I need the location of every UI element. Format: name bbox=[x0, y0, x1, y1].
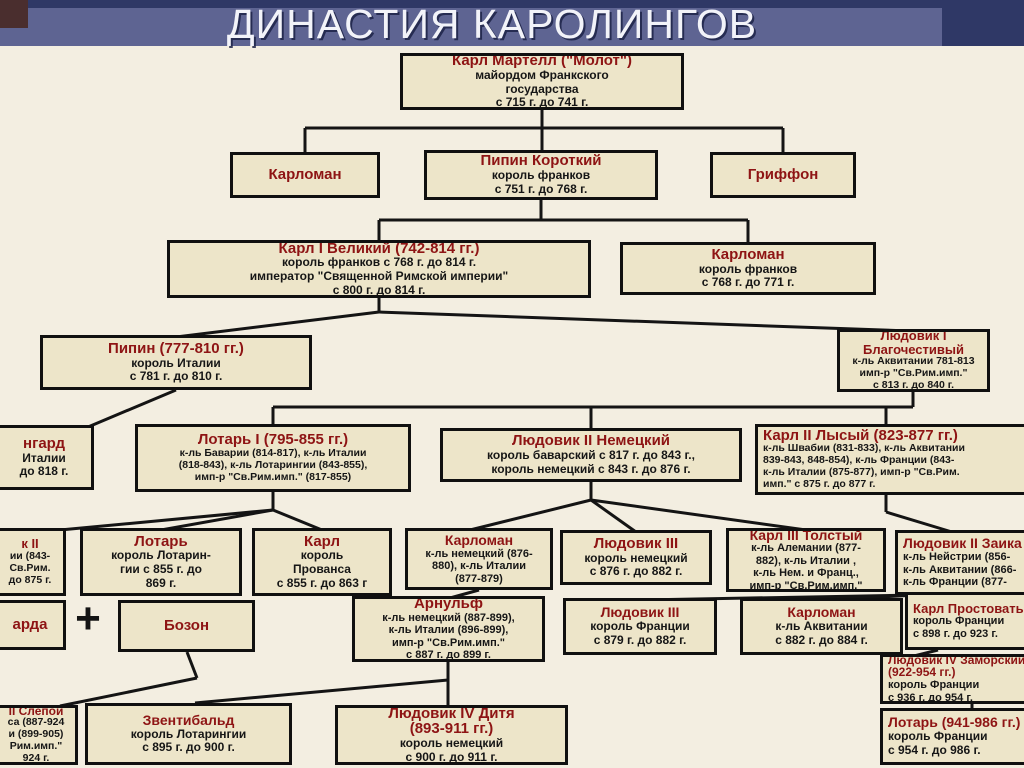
node-ludovik-4-zamorskiy: Людовик IV Заморский (922-954 гг.) корол… bbox=[880, 654, 1024, 704]
node-name: Лотарь I (795-855 гг.) bbox=[197, 431, 349, 449]
node-details: король франков с 751 г. до 768 г. bbox=[491, 168, 591, 196]
title-bar: ДИНАСТИЯ КАРОЛИНГОВ bbox=[0, 0, 1024, 47]
node-karl-prostovatiy: Карл Простоватый король Франции с 898 г.… bbox=[905, 592, 1024, 650]
node-details: к-ль Аквитании с 882 г. до 884 г. bbox=[775, 619, 868, 647]
node-name: Людовик IV Дитя (893-911 гг.) bbox=[388, 705, 515, 738]
corner-square bbox=[0, 0, 28, 28]
node-name: арда bbox=[12, 616, 48, 634]
node-ludovik-3-slepoy: II Слепой са (887-924 и (899-905) Рим.им… bbox=[0, 705, 78, 765]
node-details: король Прованса с 855 г. до 863 г bbox=[276, 548, 368, 590]
node-details: к-ль немецкий (887-899), к-ль Италии (89… bbox=[382, 611, 515, 662]
node-details: король франков с 768 г. до 814 г. импера… bbox=[249, 255, 509, 297]
node-ludovik-2-nemetskiy: Людовик II Немецкий король баварский с 8… bbox=[440, 428, 742, 482]
node-lotar-lotaringia: Лотарь король Лотарин- гии с 855 г. до 8… bbox=[80, 528, 242, 596]
node-name: Карломан bbox=[711, 245, 785, 263]
node-pipin-korotkiy: Пипин Короткий король франков с 751 г. д… bbox=[424, 150, 658, 200]
node-name: Лотарь (941-986 гг.) bbox=[888, 714, 1021, 731]
node-details: к-ль Аквитании 781-813 имп-р "Св.Рим.имп… bbox=[852, 355, 975, 392]
node-name: Карл I Великий (742-814 гг.) bbox=[278, 240, 480, 257]
node-name: II Слепой bbox=[8, 705, 64, 718]
node-name: Гриффон bbox=[747, 166, 819, 184]
node-details: Италии до 818 г. bbox=[19, 450, 69, 479]
node-ludovik-2-zaika: Людовик II Заика к-ль Нейстрии (856- к-л… bbox=[895, 530, 1024, 595]
node-details: король Франции с 879 г. до 882 г. bbox=[590, 619, 690, 647]
node-details: король баварский с 817 г. до 843 г., кор… bbox=[487, 448, 695, 476]
node-name: Людовик II Немецкий bbox=[511, 432, 671, 450]
node-details: ии (843- Св.Рим. до 875 г. bbox=[8, 549, 52, 586]
node-details: король Лотарингии с 895 г. до 900 г. bbox=[130, 726, 247, 755]
node-ludovik-4-ditya: Людовик IV Дитя (893-911 гг.) король нем… bbox=[335, 705, 568, 765]
node-name: Карл Простоватый bbox=[913, 600, 1024, 616]
node-details: король Италии с 781 г. до 810 г. bbox=[129, 355, 223, 384]
node-irmengarda: арда bbox=[0, 600, 66, 650]
node-karloman-4: Карломан к-ль Аквитании с 882 г. до 884 … bbox=[740, 598, 903, 655]
node-name: Людовик II Заика bbox=[903, 535, 1022, 552]
node-ludovik-2-italy: к II ии (843- Св.Рим. до 875 г. bbox=[0, 528, 66, 596]
node-pipin-italy: Пипин (777-810 гг.) король Италии с 781 … bbox=[40, 335, 312, 390]
node-name: Людовик I Благочестивый bbox=[863, 329, 964, 357]
node-karl-3-tolstiy: Карл III Толстый к-ль Алемании (877- 882… bbox=[726, 528, 886, 592]
node-ludovik-1: Людовик I Благочестивый к-ль Аквитании 7… bbox=[837, 329, 990, 392]
node-name: Лотарь bbox=[134, 532, 188, 550]
node-name: Карл III Толстый bbox=[749, 528, 863, 543]
node-details: к-ль Баварии (814-817), к-ль Италии (818… bbox=[178, 446, 368, 483]
node-details: король Франции с 936 г. до 954 г. bbox=[888, 679, 980, 704]
node-name: нгард bbox=[23, 434, 65, 452]
node-karl-2-lysiy: Карл II Лысый (823-877 гг.) к-ль Швабии … bbox=[755, 424, 1024, 495]
node-name: Пипин (777-810 гг.) bbox=[108, 339, 244, 357]
node-details: король Лотарин- гии с 855 г. до 869 г. bbox=[111, 548, 211, 590]
node-name: Арнульф bbox=[413, 596, 484, 613]
title-bar-right-block bbox=[942, 0, 1024, 46]
node-arnulf: Арнульф к-ль немецкий (887-899), к-ль Ит… bbox=[352, 596, 545, 662]
node-details: к-ль Алемании (877- 882), к-ль Италии , … bbox=[749, 542, 863, 592]
node-details: король франков с 768 г. до 771 г. bbox=[698, 261, 798, 290]
title-bar-strip bbox=[0, 0, 1024, 8]
node-karl-martell: Карл Мартелл ("Молот") майордом Франкско… bbox=[400, 53, 684, 110]
node-details: король немецкий с 876 г. до 882 г. bbox=[584, 550, 688, 579]
node-details: са (887-924 и (899-905) Рим.имп." 924 г. bbox=[7, 716, 65, 765]
node-name: Людовик III bbox=[593, 534, 679, 552]
node-name: Карломан bbox=[787, 604, 856, 621]
node-name: Звентибальд bbox=[142, 711, 235, 728]
marriage-plus-sign: + bbox=[75, 594, 101, 643]
node-name: Людовик IV Заморский (922-954 гг.) bbox=[888, 654, 1024, 680]
node-karloman-2: Карломан король франков с 768 г. до 771 … bbox=[620, 242, 876, 295]
page-title: ДИНАСТИЯ КАРОЛИНГОВ bbox=[226, 1, 758, 47]
node-karloman-3: Карломан к-ль немецкий (876- 880), к-ль … bbox=[405, 528, 553, 590]
node-name: Карломан bbox=[268, 166, 342, 184]
node-details: король немецкий с 900 г. до 911 г. bbox=[399, 736, 504, 764]
node-griffon: Гриффон bbox=[710, 152, 856, 198]
node-ludovik-3-nemetskiy: Людовик III король немецкий с 876 г. до … bbox=[560, 530, 712, 585]
node-name: Людовик III bbox=[600, 604, 680, 621]
node-name: Карл Мартелл ("Молот") bbox=[451, 53, 633, 70]
node-details: к-ль Швабии (831-833), к-ль Аквитании 83… bbox=[763, 442, 965, 491]
node-karl-provans: Карл король Прованса с 855 г. до 863 г bbox=[252, 528, 392, 596]
node-ludovik-3-france: Людовик III король Франции с 879 г. до 8… bbox=[563, 598, 717, 655]
node-details: майордом Франкского государства с 715 г.… bbox=[475, 67, 609, 110]
node-name: к II bbox=[21, 536, 39, 552]
node-lotar-1: Лотарь I (795-855 гг.) к-ль Баварии (814… bbox=[135, 424, 411, 492]
node-name: Карломан bbox=[444, 531, 514, 548]
node-name: Пипин Короткий bbox=[480, 152, 602, 170]
node-lotar-2: Лотарь (941-986 гг.) король Франции с 95… bbox=[880, 708, 1024, 765]
node-karl-velikiy: Карл I Великий (742-814 гг.) король фран… bbox=[167, 240, 591, 298]
node-details: к-ль немецкий (876- 880), к-ль Италии (8… bbox=[425, 547, 533, 585]
node-details: к-ль Нейстрии (856- к-ль Аквитании (866-… bbox=[903, 551, 1017, 589]
node-zventibald: Звентибальд король Лотарингии с 895 г. д… bbox=[85, 703, 292, 765]
node-name: Карл bbox=[304, 532, 340, 550]
node-name: Бозон bbox=[163, 617, 210, 635]
node-name: Карл II Лысый (823-877 гг.) bbox=[763, 426, 958, 444]
node-bozon: Бозон bbox=[118, 600, 255, 652]
node-details: король Франции с 898 г. до 923 г. bbox=[913, 615, 1005, 640]
node-karloman-1: Карломан bbox=[230, 152, 380, 198]
node-berngard: нгард Италии до 818 г. bbox=[0, 425, 94, 490]
node-details: король Франции с 954 г. до 986 г. bbox=[888, 729, 988, 757]
